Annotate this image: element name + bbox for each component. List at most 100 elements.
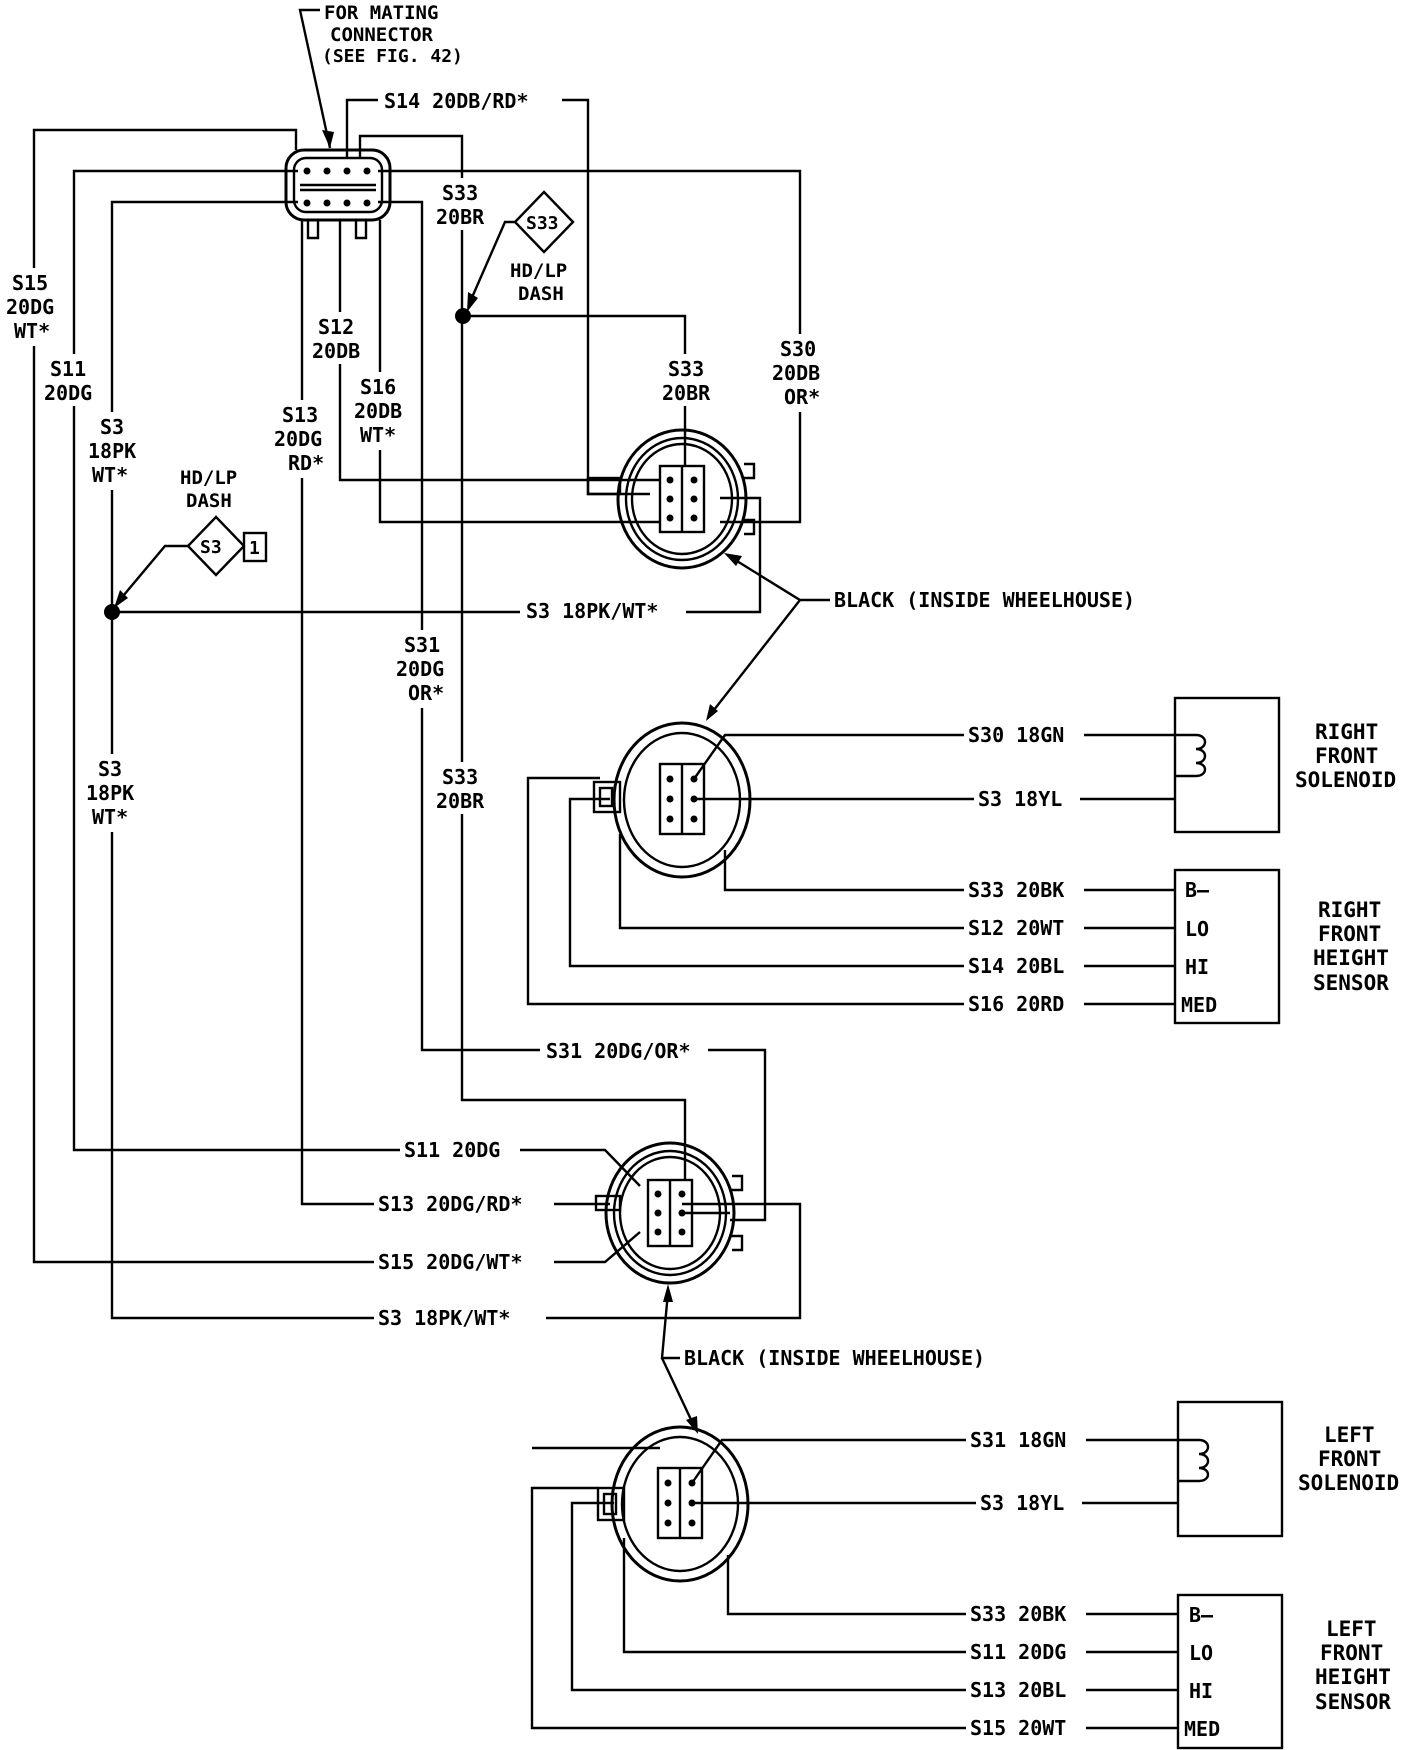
label-s3-b: 18PK (88, 439, 136, 463)
lf-pin-hi: HI (1189, 1679, 1213, 1703)
black-lower-label: BLACK (INSIDE WHEELHOUSE) (684, 1346, 985, 1370)
mating-connector-callout: FOR MATING CONNECTOR (SEE FIG. 42) (298, 2, 463, 149)
lf-solenoid-b: FRONT (1318, 1447, 1381, 1471)
s3-splice-branch: S3 1 HD/LP DASH (104, 467, 762, 620)
s3-splice-num: 1 (249, 538, 260, 559)
rf-solenoid-c: SOLENOID (1295, 768, 1396, 792)
wire-s3-lower-in (548, 1202, 802, 1320)
s3-splice-loc-a: HD/LP (180, 467, 237, 489)
callout-line2: CONNECTOR (330, 24, 434, 46)
rf-solenoid-b: FRONT (1315, 744, 1378, 768)
s33-splice-loc-a: HD/LP (510, 260, 567, 282)
label-s31-long-2: S31 20DG/OR* (546, 1039, 691, 1063)
label-s3-a: S3 (100, 415, 124, 439)
rf-s16-label: S16 20RD (968, 992, 1064, 1016)
label-s3-lower-b: 18PK (86, 781, 134, 805)
wire-s11-in (575, 1148, 641, 1187)
right-front-solenoid (1173, 696, 1281, 834)
label-s13-a: S13 (282, 403, 318, 427)
s33-splice-id: S33 (526, 213, 559, 234)
lower-black-connector (594, 1141, 744, 1285)
rf-s3-label: S3 18YL (978, 787, 1062, 811)
rf-s12-label: S12 20WT (968, 916, 1064, 940)
rf-sensor-b: FRONT (1318, 922, 1381, 946)
rf-pin-med: MED (1181, 993, 1217, 1017)
rf-sensor-c: HEIGHT (1313, 946, 1389, 970)
rf-s30-label: S30 18GN (968, 723, 1064, 747)
s3-splice-id: S3 (200, 537, 222, 558)
rf-pin-b: B— (1185, 878, 1210, 902)
label-s15-long: S15 20DG/WT* (378, 1250, 523, 1274)
lf-sensor-b: FRONT (1320, 1641, 1383, 1665)
lf-s15-label: S15 20WT (970, 1716, 1066, 1740)
label-s31-a: S31 (404, 633, 440, 657)
rf-pin-lo: LO (1185, 917, 1209, 941)
label-s13-c: RD* (288, 451, 324, 475)
label-s11-a: S11 (50, 357, 86, 381)
label-s13-long: S13 20DG/RD* (378, 1192, 523, 1216)
black-lower-callout: BLACK (INSIDE WHEELHOUSE) (660, 1284, 985, 1434)
lf-sensor-c: HEIGHT (1315, 1665, 1391, 1689)
label-s33-mid-a: S33 (668, 357, 704, 381)
rf-pin-hi: HI (1185, 955, 1209, 979)
label-s14-top: S14 20DB/RD* (384, 89, 529, 113)
wire-s33-upper (358, 134, 687, 1190)
right-front-height-sensor (1173, 868, 1281, 1025)
rf-s14-label: S14 20BL (968, 954, 1064, 978)
lf-s3-label: S3 18YL (980, 1491, 1064, 1515)
label-s15-c: WT* (14, 319, 50, 343)
wire-s15-in (575, 1231, 641, 1264)
lf-solenoid-c: SOLENOID (1298, 1471, 1399, 1495)
top-connector (284, 148, 392, 240)
lf-pin-b: B— (1189, 1603, 1214, 1627)
wire-s15 (32, 128, 575, 1264)
label-s3-c: WT* (92, 463, 128, 487)
label-s3-lower-a: S3 (98, 757, 122, 781)
label-s16-a: S16 (360, 375, 396, 399)
rf-solenoid-a: RIGHT (1315, 720, 1378, 744)
lf-s13-label: S13 20BL (970, 1678, 1066, 1702)
label-s16-b: 20DB (354, 399, 402, 423)
upper-black-connector (586, 428, 756, 570)
lf-sensor-a: LEFT (1326, 1617, 1377, 1641)
lf-sensor-d: SENSOR (1315, 1690, 1391, 1714)
label-s30-b: 20DB (772, 361, 820, 385)
callout-line3: (SEE FIG. 42) (322, 46, 463, 67)
label-s33-lower-b: 20BR (436, 789, 485, 813)
label-s31-b: 20DG (396, 657, 444, 681)
label-s12-a: S12 (318, 315, 354, 339)
rf-sensor-a: RIGHT (1318, 898, 1381, 922)
wire-s12 (338, 220, 660, 482)
label-s33-lower-a: S33 (442, 765, 478, 789)
lf-s11-label: S11 20DG (970, 1640, 1066, 1664)
label-s15-a: S15 (12, 271, 48, 295)
black-upper-label: BLACK (INSIDE WHEELHOUSE) (834, 588, 1135, 612)
label-s11-b: 20DG (44, 381, 92, 405)
label-s33-top-a: S33 (442, 181, 478, 205)
label-s31-c: OR* (408, 681, 444, 705)
label-s33-mid-b: 20BR (662, 381, 711, 405)
black-upper-callout: BLACK (INSIDE WHEELHOUSE) (706, 553, 1135, 721)
label-s30-c: OR* (784, 385, 820, 409)
label-s33-top-b: 20BR (436, 205, 485, 229)
label-s3-long: S3 18PK/WT* (378, 1306, 510, 1330)
wire-s11 (72, 169, 575, 1152)
label-s15-b: 20DG (6, 295, 54, 319)
s33-splice-branch: S33 HD/LP DASH (455, 190, 687, 480)
lf-s33-label: S33 20BK (970, 1602, 1066, 1626)
label-s16-c: WT* (360, 423, 396, 447)
label-s3-dash: S3 18PK/WT* (526, 599, 658, 623)
s33-splice-loc-b: DASH (518, 283, 564, 305)
lf-pin-med: MED (1184, 1717, 1220, 1741)
left-front-height-sensor (1176, 1593, 1284, 1750)
label-s12-b: 20DB (312, 339, 360, 363)
rf-sensor-d: SENSOR (1313, 971, 1389, 995)
left-front-solenoid (1176, 1400, 1284, 1538)
label-s3-lower-c: WT* (92, 805, 128, 829)
wire-s16 (378, 220, 660, 524)
lf-s31-label: S31 18GN (970, 1428, 1066, 1452)
callout-line1: FOR MATING (324, 2, 438, 24)
s3-splice-loc-b: DASH (186, 490, 232, 512)
lf-solenoid-a: LEFT (1324, 1423, 1375, 1447)
